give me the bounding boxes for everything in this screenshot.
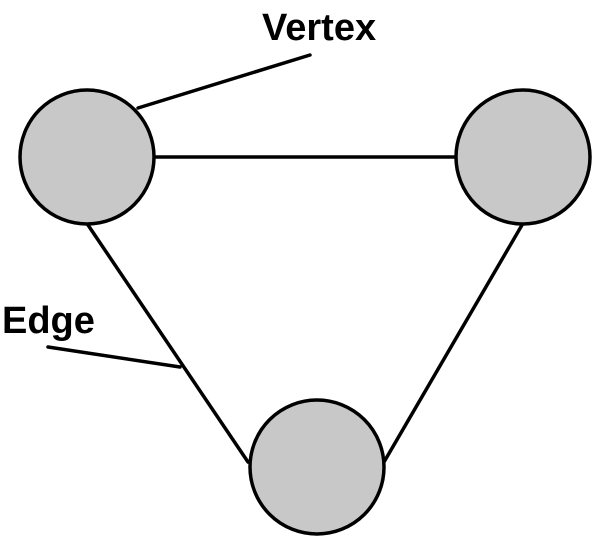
edge-left xyxy=(86,223,250,464)
vertex-top-left xyxy=(18,88,156,226)
vertex-label: Vertex xyxy=(262,7,376,49)
edge-label: Edge xyxy=(2,300,95,342)
edge-leader-line xyxy=(46,345,182,369)
edge-right xyxy=(382,223,524,464)
vertex-top-right xyxy=(454,88,592,226)
vertex-leader-line xyxy=(136,53,312,110)
vertex-bottom xyxy=(248,398,386,536)
